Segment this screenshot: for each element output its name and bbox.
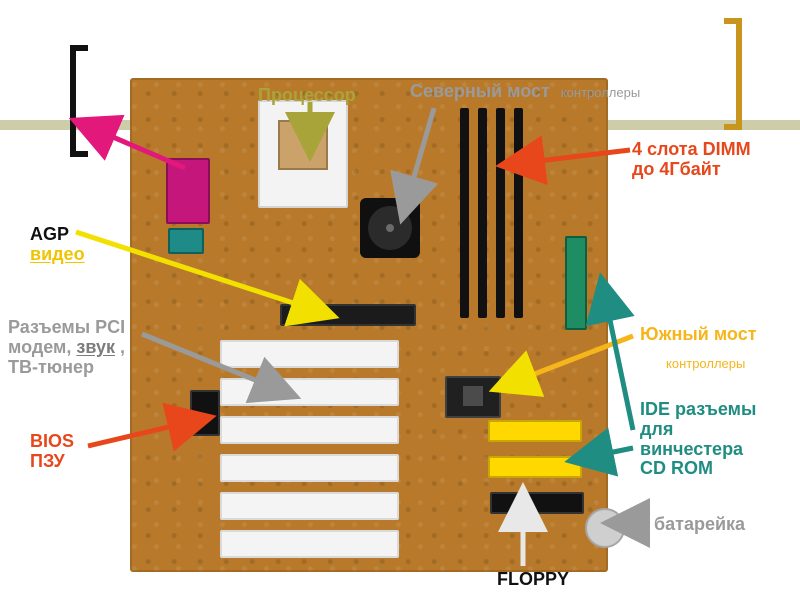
pci-slot — [220, 492, 399, 520]
pci-slot — [220, 378, 399, 406]
cmos-battery — [585, 508, 625, 548]
pci-slot — [220, 530, 399, 558]
dimm-slot-4 — [514, 108, 523, 318]
label-south: Южный мост контроллеры — [640, 324, 757, 371]
label-floppy: FLOPPY — [497, 569, 570, 589]
parallel-port — [166, 158, 210, 224]
label-dimm-line1: 4 слота DIMM — [632, 139, 751, 159]
ide-connector-vertical — [565, 236, 587, 330]
pci-slot — [220, 416, 399, 444]
cpu-socket — [258, 100, 348, 208]
dimm-slot-3 — [496, 108, 505, 318]
agp-slot — [280, 304, 416, 326]
label-bios: BIOS ПЗУ — [30, 431, 75, 472]
label-south-line1: Южный мост — [640, 324, 757, 344]
label-ide: IDE разъемы для винчестера CD ROM — [640, 399, 757, 479]
pci-slot — [220, 340, 399, 368]
label-bios-line2: ПЗУ — [30, 450, 65, 471]
right-bracket-icon — [724, 18, 742, 130]
label-ide-line4: CD ROM — [640, 458, 713, 479]
bios-chip — [190, 390, 220, 436]
label-bios-line1: BIOS — [30, 431, 75, 451]
floppy-connector — [490, 492, 584, 514]
label-dimm: 4 слота DIMM до 4Гбайт — [632, 139, 751, 180]
io-connector — [168, 228, 204, 254]
dimm-slot-2 — [478, 108, 487, 318]
ide-connector — [488, 420, 582, 442]
label-cpu: Процессор — [258, 85, 356, 105]
label-dimm-line2: до 4Гбайт — [632, 158, 721, 179]
label-agp-line2: видео — [30, 243, 85, 264]
label-agp: AGP видео — [30, 224, 85, 265]
label-pci-line2-prefix: модем, — [8, 336, 72, 357]
label-north-suffix: контроллеры — [560, 85, 641, 100]
label-pci-line3: ТВ-тюнер — [8, 356, 95, 377]
label-south-line2: контроллеры — [666, 355, 746, 371]
label-pci-line1: Разъемы PCI — [8, 317, 126, 337]
label-pci: Разъемы PCI модем, звук , ТВ-тюнер — [8, 317, 126, 377]
northbridge-fan — [360, 198, 420, 258]
label-north-title: Северный мост — [410, 81, 550, 101]
label-pci-line2: модем, звук , — [8, 336, 125, 358]
label-pci-line2-suffix: , — [119, 336, 125, 357]
ide-connector — [488, 456, 582, 478]
southbridge-chip — [445, 376, 501, 418]
left-bracket-icon — [70, 45, 88, 157]
dimm-slot-1 — [460, 108, 469, 318]
label-ide-line2: для — [640, 418, 674, 439]
motherboard-photo — [130, 78, 625, 572]
label-ide-line1: IDE разъемы — [640, 399, 757, 419]
pci-slot — [220, 454, 399, 482]
label-battery: батарейка — [654, 514, 746, 534]
label-ide-line3: винчестера — [640, 438, 744, 459]
label-agp-line1: AGP — [30, 224, 70, 244]
label-north: Северный мост контроллеры — [410, 81, 641, 102]
label-pci-line2-link: звук — [76, 336, 115, 357]
